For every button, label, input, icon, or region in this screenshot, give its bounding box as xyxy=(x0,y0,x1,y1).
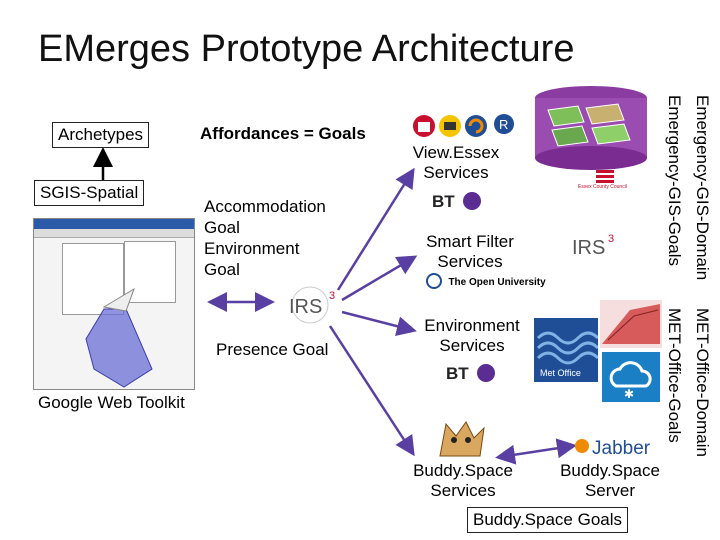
buddy-space-goals-box: Buddy.Space Goals xyxy=(467,507,628,533)
environment-services: Environment Services xyxy=(424,316,520,355)
irs-hub-text: IRS xyxy=(289,296,322,318)
svg-text:R: R xyxy=(499,117,508,132)
gwt-toolbar xyxy=(34,229,194,238)
met-office-logo: Met Office xyxy=(534,318,600,382)
svg-text:3: 3 xyxy=(608,233,614,245)
irs-hub-logo: IRS 3 xyxy=(289,286,335,324)
irs-hub: IRS 3 xyxy=(275,285,345,325)
met-office-goals: MET-Office-Goals xyxy=(665,308,684,443)
irs-logo-right: IRS 3 xyxy=(568,228,638,269)
met-cloud-image: ✱ xyxy=(602,352,660,402)
open-university-logo: The Open University xyxy=(424,272,546,290)
environment-arrow xyxy=(341,310,417,336)
smart-filter-arrow xyxy=(341,255,418,302)
met-chart-image xyxy=(600,300,662,348)
smart-filter-services: Smart Filter Services xyxy=(426,232,514,271)
essex-logo-text: Essex County Council xyxy=(578,184,627,190)
met-office-domain: MET-Office-Domain xyxy=(693,308,712,457)
data-layers-image: Essex County Council xyxy=(528,82,654,192)
svg-text:Met Office: Met Office xyxy=(540,368,581,378)
svg-text:IRS: IRS xyxy=(572,237,605,259)
archetypes-box: Archetypes xyxy=(52,122,150,148)
buddy-server-arrow xyxy=(495,438,577,465)
gwt-screenshot xyxy=(33,218,195,390)
view-essex-services: View.Essex Services xyxy=(412,143,500,182)
svg-text:BT: BT xyxy=(432,192,455,211)
emergency-gis-goals: Emergency-GIS-Goals xyxy=(665,95,684,266)
view-essex-arrow xyxy=(336,167,415,291)
gwt-titlebar xyxy=(34,219,194,229)
google-toolkit-label: Google Web Toolkit xyxy=(38,393,185,412)
affordances-heading: Affordances = Goals xyxy=(200,124,366,143)
sgis-spatial-box: SGIS-Spatial xyxy=(34,180,145,206)
presence-goal: Presence Goal xyxy=(216,340,329,359)
svg-text:BT: BT xyxy=(446,364,469,383)
jabber-logo: Jabber xyxy=(574,434,664,465)
emergency-gis-domain: Emergency-GIS-Domain xyxy=(693,95,712,281)
svg-text:Jabber: Jabber xyxy=(592,438,651,459)
svg-text:✱: ✱ xyxy=(624,387,634,401)
svg-text:3: 3 xyxy=(329,290,335,302)
bt-logo-1: BT xyxy=(432,190,482,217)
buddy-space-services: Buddy.Space Services xyxy=(413,461,513,500)
bt-logo-2: BT xyxy=(446,362,496,389)
goals-list: Accommodation Goal Environment Goal xyxy=(204,197,326,279)
gwt-map-polygon xyxy=(85,287,153,388)
tomcat-icon xyxy=(430,416,490,465)
buddy-arrow xyxy=(328,325,415,457)
buddy-space-server: Buddy.Space Server xyxy=(560,461,660,500)
view-essex-icons: R xyxy=(412,112,520,140)
page-title: EMerges Prototype Architecture xyxy=(38,28,575,70)
